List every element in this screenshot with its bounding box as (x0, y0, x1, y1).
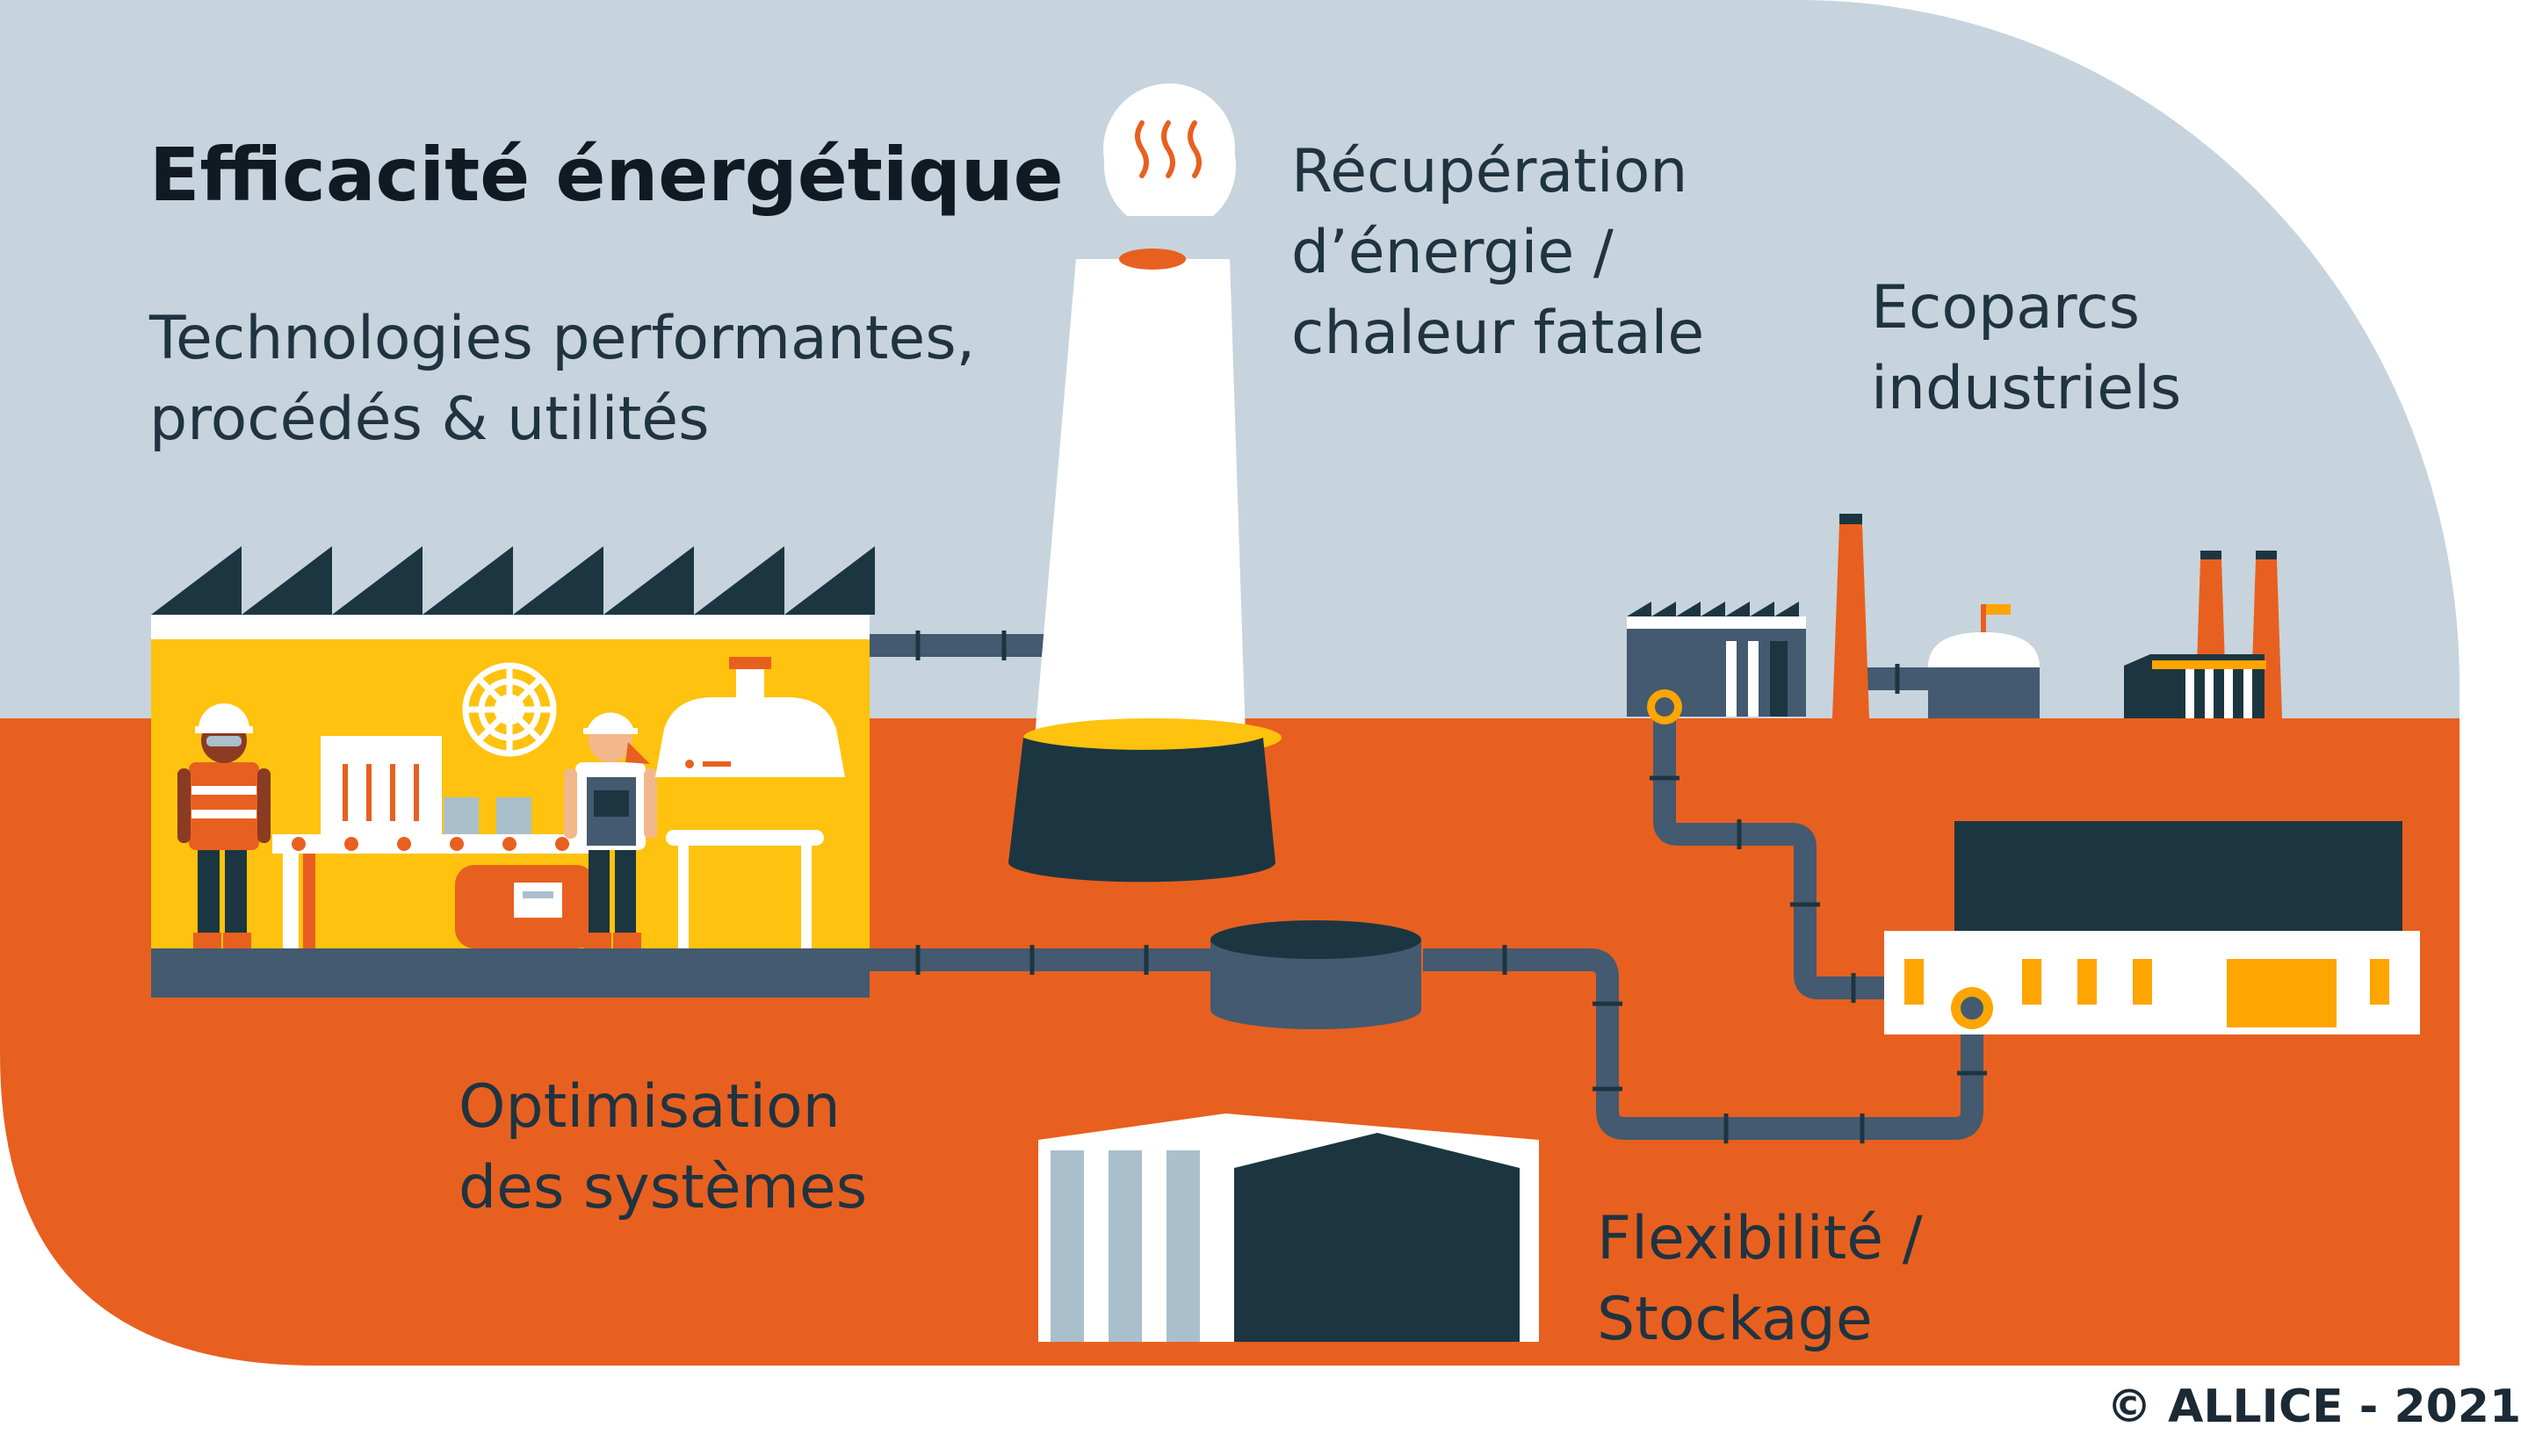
conveyor-belt (272, 834, 602, 854)
label-recuperation-line-3: chaleur fatale (1291, 299, 1705, 368)
chimney-base (1008, 738, 1275, 883)
copyright-notice: © ALLICE - 2021 (2106, 1380, 2521, 1433)
label-ecoparcs-line-1: Ecoparcs (1871, 273, 2141, 342)
extraction-hood (655, 657, 845, 777)
heat-recovery-chimney (1008, 249, 1282, 883)
worker-2-figure (564, 712, 657, 948)
pipe-tank-storage (1423, 948, 1983, 1140)
factory-roof-band (151, 615, 870, 639)
ecopark-buildings (1627, 514, 2282, 724)
label-technologies: Technologies performantes, procédés & ut… (149, 299, 975, 460)
factory-floor (151, 948, 870, 998)
label-technologies-line-1: Technologies performantes, (149, 304, 976, 373)
factory-roof (151, 546, 875, 615)
label-optimisation-line-2: des systèmes (459, 1153, 868, 1222)
page-title: Efficacité énergétique (149, 132, 1064, 218)
label-flexibilite-line-2: Stockage (1597, 1285, 1873, 1354)
label-recuperation-line-2: d’énergie / (1291, 218, 1614, 287)
label-technologies-line-2: procédés & utilités (149, 385, 710, 454)
storage-building (1884, 821, 2420, 1034)
product-box-2 (496, 797, 531, 834)
label-recuperation-line-1: Récupération (1291, 137, 1688, 206)
storage-tank (1210, 920, 1421, 1029)
label-recuperation: Récupération d’énergie / chaleur fatale (1291, 132, 1704, 374)
hangar-warehouse (1038, 1114, 1539, 1342)
product-box-1 (444, 797, 479, 834)
label-flexibilite: Flexibilité / Stockage (1597, 1199, 1923, 1360)
pipe-ecopark-warehouse (1653, 711, 1884, 999)
label-flexibilite-line-1: Flexibilité / (1597, 1204, 1923, 1273)
illustration (0, 0, 2460, 1366)
heat-waves-icon (1135, 120, 1202, 178)
factory (151, 546, 875, 998)
fan-icon (462, 662, 557, 757)
work-table (666, 830, 824, 948)
label-ecoparcs: Ecoparcs industriels (1871, 268, 2181, 429)
heat-icon-bubble (1103, 83, 1236, 217)
conveyor-rollers (292, 837, 569, 851)
label-ecoparcs-line-2: industriels (1871, 354, 2182, 423)
label-optimisation-line-1: Optimisation (459, 1072, 841, 1142)
worker-1-figure (177, 703, 271, 948)
machine-cabinet (321, 736, 442, 834)
machine-slots (343, 764, 419, 821)
chimney-stack (1035, 259, 1246, 738)
label-optimisation: Optimisation des systèmes (459, 1067, 867, 1229)
